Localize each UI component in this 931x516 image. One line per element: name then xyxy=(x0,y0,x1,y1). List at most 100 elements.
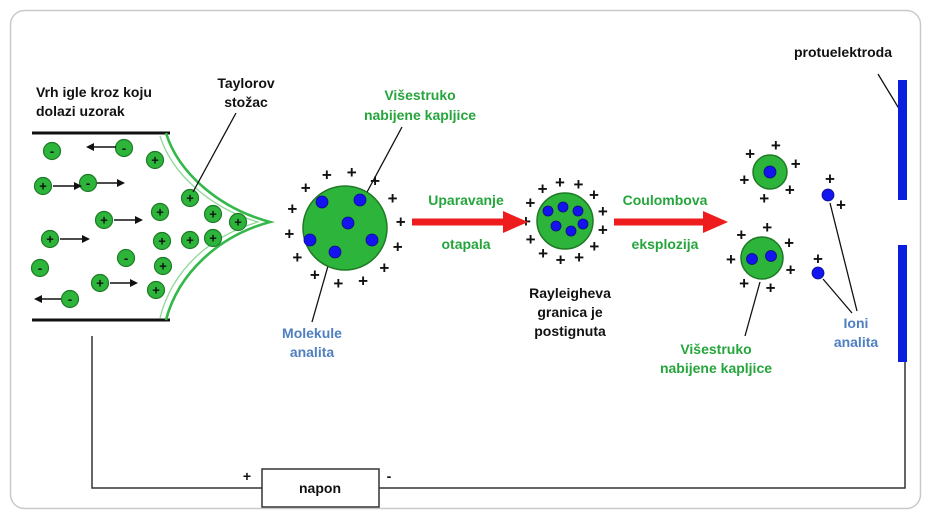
droplet-plus-charge: + xyxy=(292,248,302,267)
droplet-plus-charge: + xyxy=(555,173,565,192)
plus-charged-particle xyxy=(145,150,165,170)
evaporation-arrow xyxy=(412,211,528,233)
droplets-top-pointer-line xyxy=(365,126,403,195)
droplets-bottom-label-line-2: nabijene kapljice xyxy=(660,360,772,376)
electrode-pointer-line xyxy=(877,73,902,113)
voltage-source-box xyxy=(261,468,380,508)
minus-sign: - xyxy=(124,251,128,266)
minus-sign: - xyxy=(38,261,42,276)
analyte-molecule xyxy=(353,193,367,207)
minus-sign: - xyxy=(86,176,90,191)
coulomb-arrow-head xyxy=(703,211,728,233)
droplet-plus-charge: + xyxy=(525,194,535,213)
rayleigh-label-line-3: postignuta xyxy=(534,323,606,339)
plus-sign: + xyxy=(186,191,194,206)
droplet-plus-charge: + xyxy=(358,272,368,291)
plus-sign: + xyxy=(156,205,164,220)
needle: --+-++--+-++++++++++ xyxy=(30,131,275,322)
analyte-molecule xyxy=(341,216,355,230)
minus-sign: - xyxy=(50,144,54,159)
minus-charged-particle xyxy=(114,138,134,158)
molecules-label-line-1: Molekule xyxy=(282,325,342,341)
droplet-plus-charge: + xyxy=(574,248,584,267)
plus-sign: + xyxy=(209,231,217,246)
droplet-plus-charge: + xyxy=(771,136,781,155)
evaporation-arrow-head xyxy=(503,211,528,233)
analyte-molecule xyxy=(315,195,329,209)
droplet-plus-charge: + xyxy=(598,202,608,221)
minus-sign: - xyxy=(68,292,72,307)
droplet-plus-charge: + xyxy=(598,221,608,240)
droplet-plus-charge: + xyxy=(556,250,566,269)
analyte-molecule xyxy=(542,205,554,217)
plus-charged-particle xyxy=(203,204,223,224)
plus-sign: + xyxy=(186,233,194,248)
plus-charged-particle xyxy=(146,280,166,300)
counter-electrode-bottom xyxy=(898,245,907,362)
ions-pointer-line-2 xyxy=(822,278,853,314)
plus-charged-particle xyxy=(203,228,223,248)
ions-label-line-2: analita xyxy=(834,334,879,350)
droplet-plus-charge: + xyxy=(347,163,357,182)
step1-label-bottom: otapala xyxy=(441,236,490,252)
droplet-plus-charge: + xyxy=(589,185,599,204)
droplet-plus-charge: + xyxy=(526,230,536,249)
droplet-plus-charge: + xyxy=(762,218,772,237)
analyte-molecule xyxy=(577,218,589,230)
plus-sign: + xyxy=(152,283,160,298)
droplets-bottom-label-line-1: Višestruko xyxy=(680,341,751,357)
needle-particles: --+-++--+-++++++++++ xyxy=(30,138,248,309)
plus-sign: + xyxy=(39,179,47,194)
droplet-plus-charge: + xyxy=(333,274,343,293)
droplet-plus-charge: + xyxy=(396,213,406,232)
droplet-plus-charge: + xyxy=(785,181,795,200)
droplet-plus-charge: + xyxy=(301,179,311,198)
droplet-plus-charge: + xyxy=(393,237,403,256)
voltage-label: napon xyxy=(299,480,341,496)
analyte-molecule xyxy=(765,250,777,262)
ions-pointer-line-1 xyxy=(829,202,858,312)
droplet-plus-charge: + xyxy=(766,278,776,297)
droplet-plus-charge: + xyxy=(310,266,320,285)
droplet-plus-charge: + xyxy=(379,258,389,277)
plus-sign: + xyxy=(46,232,54,247)
droplets-top-label-line-1: Višestruko xyxy=(384,87,455,103)
plus-charged-particle xyxy=(180,230,200,250)
diagram-frame xyxy=(9,9,922,510)
taylor-pointer-line xyxy=(192,112,237,193)
droplet-plus-charge: + xyxy=(791,154,801,173)
counter-electrode-top xyxy=(898,80,907,200)
droplets: ++++++++++++++++++++++++++++++++++++++++… xyxy=(284,136,846,297)
analyte-molecule xyxy=(763,165,777,179)
taylor-cone xyxy=(164,132,275,321)
droplet-plus-charge: + xyxy=(759,189,769,208)
plus-charged-particle xyxy=(153,256,173,276)
minus-charged-particle xyxy=(30,258,50,278)
analyte-molecule xyxy=(557,201,569,213)
minus-charged-particle xyxy=(116,248,136,268)
coulomb-explosion-arrow xyxy=(614,211,728,233)
plus-charged-particle xyxy=(180,188,200,208)
droplet-plus-charge: + xyxy=(538,180,548,199)
plus-sign: + xyxy=(96,276,104,291)
plus-sign: + xyxy=(158,234,166,249)
step1-label-top: Uparavanje xyxy=(428,192,504,208)
ions-label-line-1: Ioni xyxy=(844,315,869,331)
rayleigh-label-line-2: granica je xyxy=(537,304,603,320)
droplet-plus-charge: + xyxy=(388,189,398,208)
droplet-plus-charge: + xyxy=(739,171,749,190)
analyte-molecule xyxy=(303,233,317,247)
step2-label-top: Coulombova xyxy=(623,192,708,208)
circuit-wire-right xyxy=(379,362,906,489)
analyte-molecule xyxy=(328,245,342,259)
needle-label-line-2: dolazi uzorak xyxy=(36,103,125,119)
droplet-plus-charge: + xyxy=(287,200,297,219)
plus-sign: + xyxy=(151,153,159,168)
plus-charged-particle xyxy=(150,202,170,222)
ion-plus-charge: + xyxy=(813,250,823,269)
ion-plus-charge: + xyxy=(825,170,835,189)
droplet-plus-charge: + xyxy=(736,225,746,244)
droplet-plus-charge: + xyxy=(786,260,796,279)
droplet-plus-charge: + xyxy=(745,144,755,163)
